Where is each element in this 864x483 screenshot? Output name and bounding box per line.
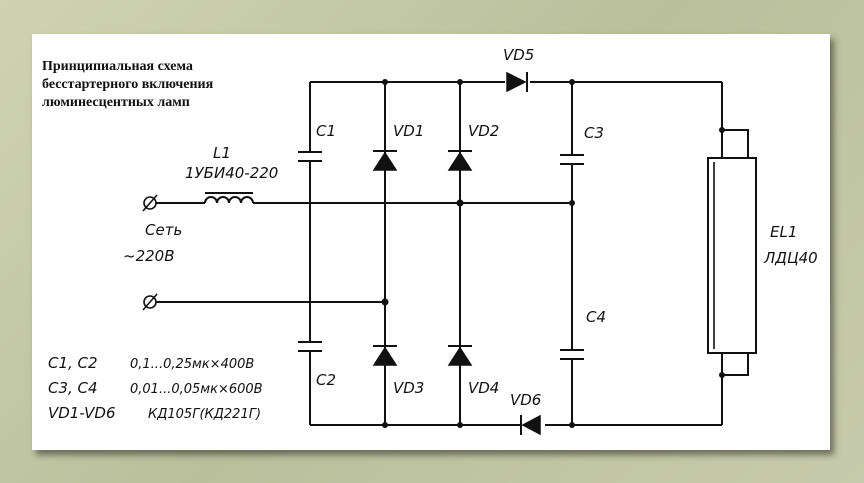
label-c1: C1 [316,122,336,140]
capacitor-c3 [560,82,584,350]
diode-vd5 [506,71,528,93]
spec-value-1: 0,1...0,25мк×400В [130,357,254,372]
label-el1-type: ЛДЦ40 [763,249,818,267]
title-line-3: люминесцентных ламп [42,95,190,110]
capacitor-c4 [560,349,584,425]
inductor-l1 [204,192,572,204]
spec-value-3: КД105Г(КД221Г) [148,407,261,422]
diode-vd4 [447,345,473,366]
diode-vd6 [520,414,541,436]
title-line-1: Принципиальная схема [42,59,193,74]
lamp-el1 [707,82,757,425]
label-c2: C2 [316,371,336,389]
label-mains: Сеть [145,221,182,239]
spec-value-2: 0,01...0,05мк×600В [130,382,263,397]
mains-terminal-2 [142,293,385,311]
label-c3: C3 [584,124,604,142]
capacitor-c2 [298,341,322,425]
label-c4: C4 [586,308,606,326]
label-vd2: VD2 [468,122,499,140]
schematic-paper [32,34,830,450]
label-l1: L1 [213,144,231,162]
label-el1: EL1 [770,223,797,241]
diode-vd3 [372,345,398,366]
label-vd1: VD1 [393,122,424,140]
spec-ref-3: VD1-VD6 [48,404,116,422]
mains-terminal-1 [142,194,205,212]
spec-ref-1: C1, C2 [48,354,98,372]
component-specs: C1, C2 0,1...0,25мк×400В C3, C4 0,01...0… [48,354,263,422]
label-vd5: VD5 [503,46,534,64]
label-mains-voltage: ~220В [123,247,175,265]
label-l1-type: 1УБИ40-220 [185,164,278,182]
diode-vd1 [372,150,398,171]
spec-ref-2: C3, C4 [48,379,98,397]
label-vd4: VD4 [468,379,499,397]
title-line-2: бесстартерного включения [42,77,214,92]
capacitor-c1 [298,82,322,342]
label-vd3: VD3 [393,379,424,397]
label-vd6: VD6 [510,391,541,409]
diode-vd2 [447,150,473,171]
junction-dots [381,79,725,428]
